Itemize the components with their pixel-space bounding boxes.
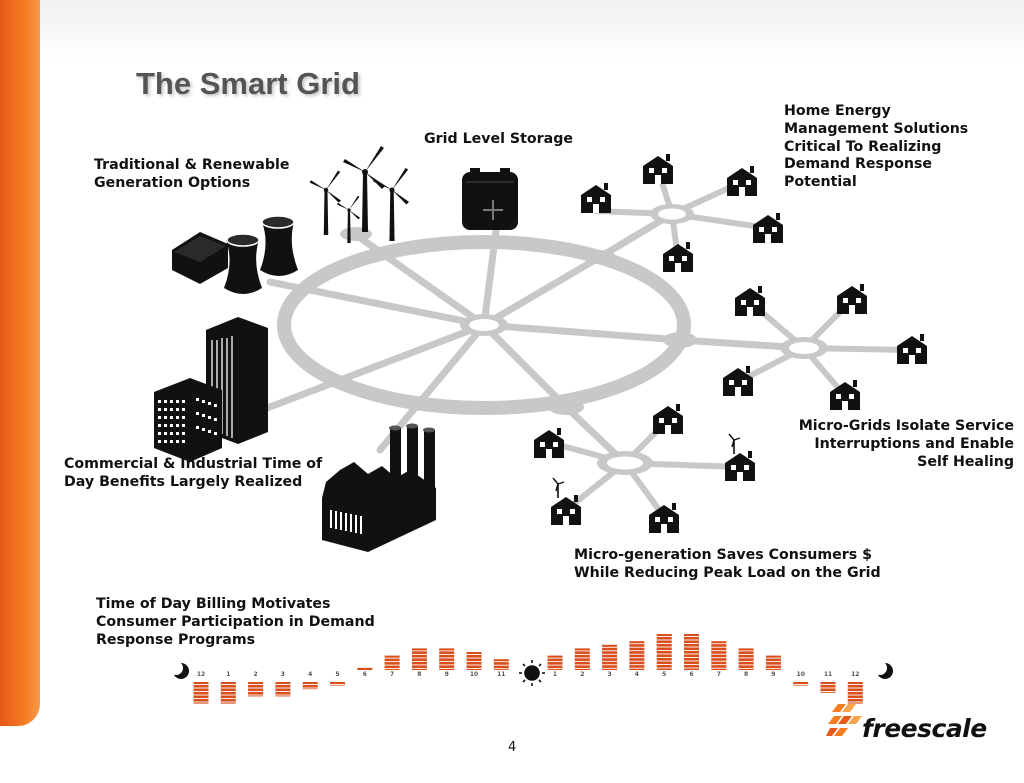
billing-hour-label: 12 xyxy=(197,671,205,678)
label-grid-storage: Grid Level Storage xyxy=(424,131,574,147)
billing-bar-pm-2 xyxy=(574,648,590,670)
billing-hour-label: 4 xyxy=(308,671,312,678)
grid-nodes xyxy=(340,204,828,475)
billing-hour-label: 7 xyxy=(717,671,721,678)
house-icon xyxy=(663,242,693,272)
house-icon xyxy=(723,366,753,396)
billing-bar-am-12 xyxy=(193,682,209,704)
billing-hour-label: 5 xyxy=(662,671,666,678)
billing-hour-label: 4 xyxy=(635,671,639,678)
billing-bar-am-11 xyxy=(493,659,509,670)
billing-bar-am-8 xyxy=(411,648,427,670)
billing-bar-pm-11 xyxy=(820,682,836,693)
moon-icon xyxy=(169,661,189,679)
house-icon xyxy=(551,495,581,525)
house-icon xyxy=(735,286,765,316)
house-icon xyxy=(581,183,611,213)
small-turbine-icon xyxy=(728,433,741,455)
sun-icon xyxy=(519,660,545,686)
billing-hour-label: 5 xyxy=(335,671,339,678)
factory-icon xyxy=(322,423,436,552)
billing-bar-am-1 xyxy=(220,682,236,704)
billing-bar-am-3 xyxy=(275,682,291,697)
freescale-logo: freescale ™ xyxy=(826,700,996,746)
billing-bar-pm-9 xyxy=(765,655,781,670)
billing-bar-pm-1 xyxy=(547,655,563,670)
moon-icon xyxy=(873,661,893,679)
label-micro-generation: Micro-generation Saves Consumers $ While… xyxy=(574,547,881,581)
billing-hour-label: 7 xyxy=(390,671,394,678)
battery-icon xyxy=(462,168,518,230)
billing-bar-am-4 xyxy=(302,682,318,690)
billing-hour-label: 3 xyxy=(608,671,612,678)
house-icon xyxy=(727,166,757,196)
house-icon xyxy=(653,404,683,434)
billing-hour-label: 6 xyxy=(689,671,693,678)
logo-text: freescale xyxy=(862,714,987,743)
commercial-buildings-icon xyxy=(154,317,268,462)
billing-hour-label: 2 xyxy=(580,671,584,678)
label-micro-grids: Micro-Grids Isolate Service Interruption… xyxy=(798,418,1014,470)
label-home-energy: Home Energy Management Solutions Critica… xyxy=(784,103,969,191)
house-icon xyxy=(649,503,679,533)
billing-hour-label: 10 xyxy=(797,671,805,678)
billing-bar-am-6 xyxy=(357,667,373,670)
logo-trademark: ™ xyxy=(976,722,984,731)
billing-bar-am-7 xyxy=(384,655,400,670)
house-icon xyxy=(725,451,755,481)
house-icon xyxy=(643,154,673,184)
slide-title: The Smart Grid xyxy=(136,66,360,101)
house-icon xyxy=(753,213,783,243)
billing-bar-am-10 xyxy=(466,652,482,670)
house-icon xyxy=(534,428,564,458)
billing-hour-label: 8 xyxy=(417,671,421,678)
label-time-of-day-billing: Time of Day Billing Motivates Consumer P… xyxy=(96,596,375,648)
billing-hour-label: 9 xyxy=(445,671,449,678)
label-traditional-generation: Traditional & Renewable Generation Optio… xyxy=(94,157,290,191)
billing-hour-label: 12 xyxy=(851,671,859,678)
billing-bar-am-9 xyxy=(439,648,455,670)
slide-number: 4 xyxy=(508,740,517,755)
billing-hour-label: 6 xyxy=(363,671,367,678)
billing-bar-am-2 xyxy=(248,682,264,697)
house-icon xyxy=(837,284,867,314)
billing-hour-label: 1 xyxy=(553,671,557,678)
orange-side-bar xyxy=(0,0,40,726)
billing-bar-pm-8 xyxy=(738,648,754,670)
billing-bars xyxy=(193,634,863,704)
billing-hour-label: 11 xyxy=(824,671,832,678)
billing-bar-pm-4 xyxy=(629,641,645,670)
small-turbine-icon xyxy=(552,477,565,499)
billing-hour-label: 1 xyxy=(226,671,230,678)
billing-hour-label: 8 xyxy=(744,671,748,678)
freescale-logo-mark-icon xyxy=(826,704,862,736)
billing-hour-label: 2 xyxy=(254,671,258,678)
billing-bar-pm-10 xyxy=(793,682,809,686)
house-icon xyxy=(897,334,927,364)
billing-bar-pm-7 xyxy=(711,641,727,670)
billing-hour-label: 10 xyxy=(470,671,478,678)
billing-hour-label: 11 xyxy=(497,671,505,678)
billing-hour-label: 3 xyxy=(281,671,285,678)
billing-bar-am-5 xyxy=(330,682,345,686)
label-commercial-industrial: Commercial & Industrial Time of Day Bene… xyxy=(64,456,323,490)
power-plant-icon xyxy=(172,215,298,294)
billing-hour-label: 9 xyxy=(771,671,775,678)
